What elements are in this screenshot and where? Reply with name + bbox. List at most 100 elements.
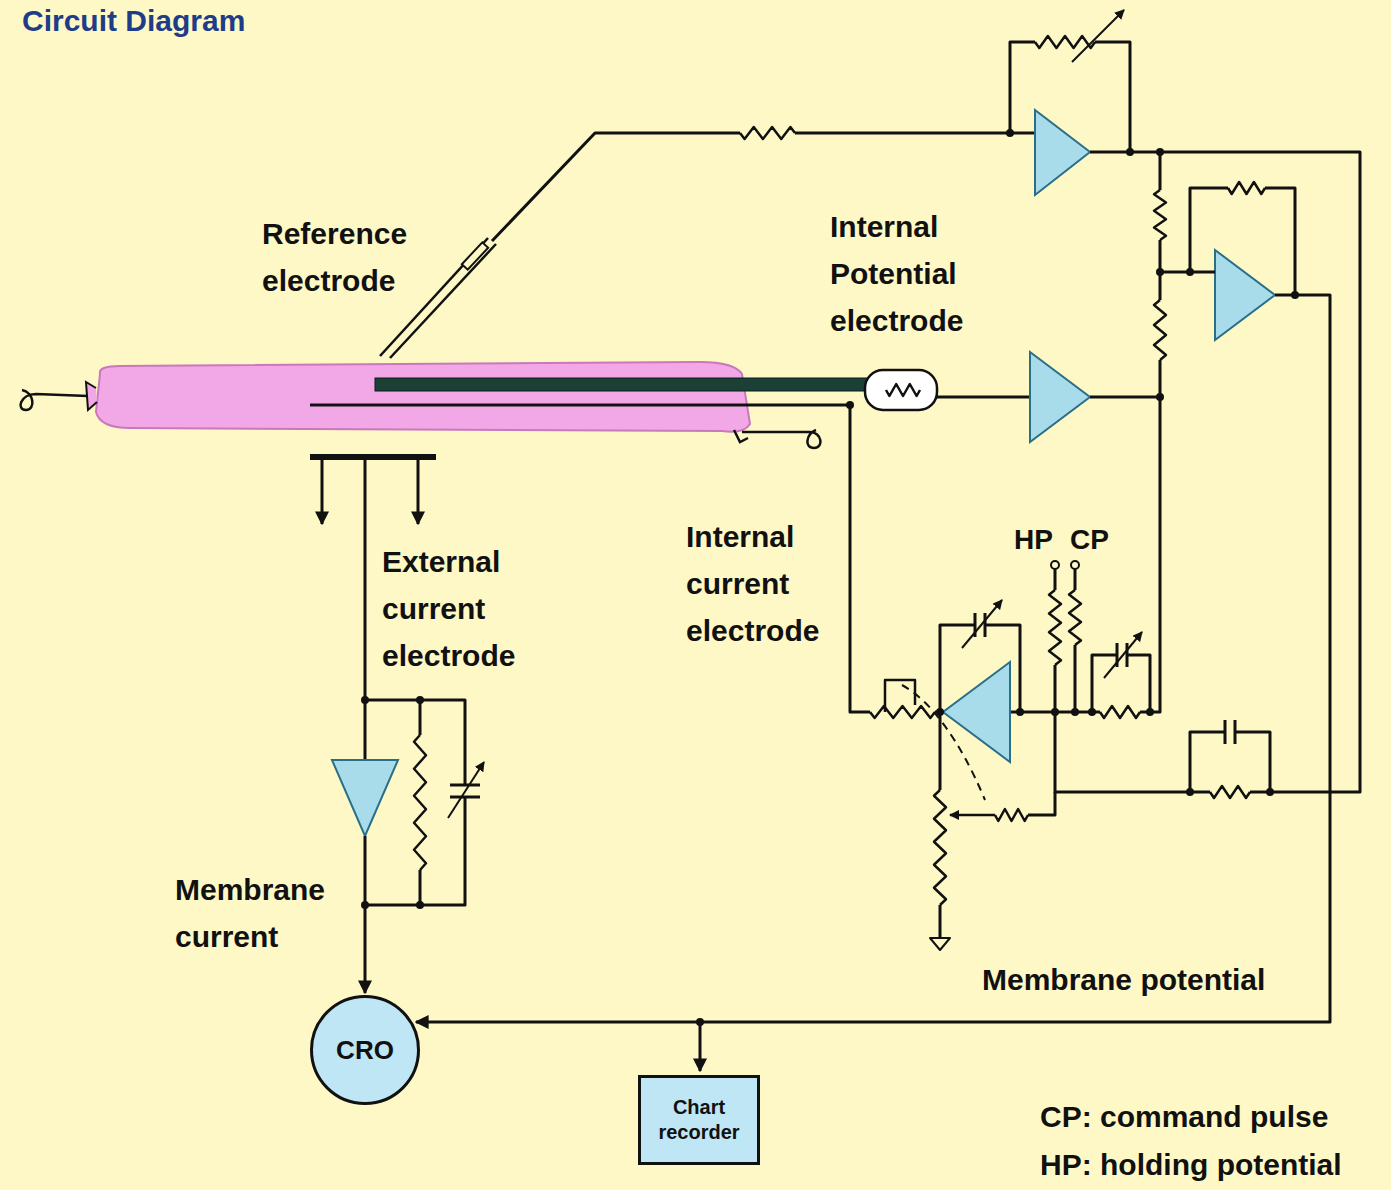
wire: [939, 712, 942, 790]
wire: [1090, 396, 1160, 399]
resistor-symbol: [1154, 190, 1166, 240]
terminal-label: CP: [1070, 516, 1109, 563]
wire: [417, 460, 420, 524]
variable-arrow: [1072, 10, 1124, 62]
wire: [1127, 655, 1150, 712]
junction-dot: [1126, 148, 1134, 156]
amplifier-symbol: [943, 662, 1010, 762]
wire: [492, 133, 740, 241]
electrode-label: Internal current electrode: [686, 513, 844, 654]
current-electrode-wire: [310, 405, 870, 712]
resistor-symbol: [1228, 182, 1265, 194]
junction-dot: [846, 401, 854, 409]
node-text: Chart recorder: [650, 1095, 748, 1145]
amplifier-symbol: [1030, 352, 1090, 442]
wire: [699, 1022, 702, 1071]
wire: [1265, 188, 1295, 295]
wire: [795, 132, 1035, 135]
variable-arrow: [962, 600, 1002, 648]
junction-dot: [1006, 129, 1014, 137]
amplifier-symbol: [1215, 250, 1275, 340]
resistor-symbol: [886, 384, 920, 396]
resistor-symbol: [1069, 590, 1081, 645]
electrode-label: External current electrode: [382, 538, 547, 679]
resistor-symbol: [1210, 786, 1250, 798]
reference-electrode: [462, 242, 488, 269]
reference-electrode: [390, 244, 496, 358]
potentiometer-wiper: [885, 680, 915, 712]
junction-dot: [1088, 708, 1096, 716]
amplifier-symbol: [332, 760, 398, 836]
oscilloscope-circle: CRO: [310, 995, 420, 1105]
resistor-symbol: [740, 127, 795, 139]
signal-label: Membrane current: [175, 866, 345, 960]
wire: [1190, 188, 1228, 272]
electrode-label: Reference electrode: [262, 210, 427, 304]
resistor-symbol: [1154, 300, 1166, 360]
wire: [985, 625, 1020, 712]
axon-thread: [21, 390, 88, 410]
terminal: [1071, 561, 1079, 569]
membrane-potential-wire: [416, 295, 1330, 1022]
junction-dot: [1051, 708, 1059, 716]
resistor-symbol: [1035, 36, 1095, 48]
wiper-arrow: [950, 814, 995, 817]
wire: [1090, 152, 1360, 792]
legend-note: CP: command pulse: [1040, 1093, 1328, 1140]
wire: [1092, 655, 1117, 712]
electrode-label: Internal Potential electrode: [830, 203, 995, 344]
electrode-holder: [865, 370, 937, 410]
axon-body: [96, 362, 750, 432]
wire: [1010, 42, 1035, 133]
wire: [1235, 732, 1270, 792]
wire: [1028, 792, 1055, 815]
wire: [321, 460, 324, 524]
diagram-title: Circuit Diagram: [22, 4, 245, 38]
ground-symbol: [930, 938, 950, 950]
wire: [1055, 712, 1210, 792]
junction-dot: [1186, 788, 1194, 796]
junction-dot: [1266, 788, 1274, 796]
terminal-label: HP: [1014, 516, 1053, 563]
variable-arrow: [1104, 632, 1142, 678]
capacitor-symbol: [1224, 720, 1227, 744]
amplifier-symbol: [1035, 110, 1090, 195]
potential-electrode: [375, 378, 867, 391]
wire: [419, 700, 422, 735]
junction-dot: [416, 696, 424, 704]
axon-thread: [742, 430, 820, 448]
signal-label: Membrane potential: [982, 956, 1265, 1003]
resistor-symbol: [414, 735, 426, 870]
node-text: CRO: [336, 1034, 394, 1067]
junction-dot: [416, 901, 424, 909]
legend-note: HP: holding potential: [1040, 1141, 1342, 1188]
resistor-symbol: [1049, 590, 1061, 665]
wire: [937, 396, 1030, 399]
terminal: [1051, 561, 1059, 569]
junction-dot: [1016, 708, 1024, 716]
junction-dot: [361, 696, 369, 704]
wire: [1190, 732, 1225, 792]
wire: [1159, 152, 1162, 190]
wire: [364, 460, 367, 760]
junction-dot: [1146, 708, 1154, 716]
resistor-symbol: [995, 809, 1028, 821]
wire: [1054, 665, 1057, 712]
external-current-electrode: [310, 454, 436, 460]
junction-dot: [1186, 268, 1194, 276]
resistor-symbol: [934, 790, 946, 905]
capacitor-symbol: [450, 784, 480, 787]
junction-dot: [1071, 708, 1079, 716]
wire: [1159, 360, 1162, 397]
reference-electrode: [380, 238, 488, 356]
wire: [939, 905, 942, 938]
axon-thread: [734, 430, 748, 442]
resistor-symbol: [870, 706, 935, 718]
wire: [1074, 645, 1077, 712]
membrane-current-wire: [364, 836, 367, 993]
wire: [1054, 569, 1057, 590]
dashed-link: [902, 685, 985, 800]
resistor-symbol: [1100, 706, 1140, 718]
wire: [1074, 569, 1077, 590]
wire: [419, 870, 422, 905]
